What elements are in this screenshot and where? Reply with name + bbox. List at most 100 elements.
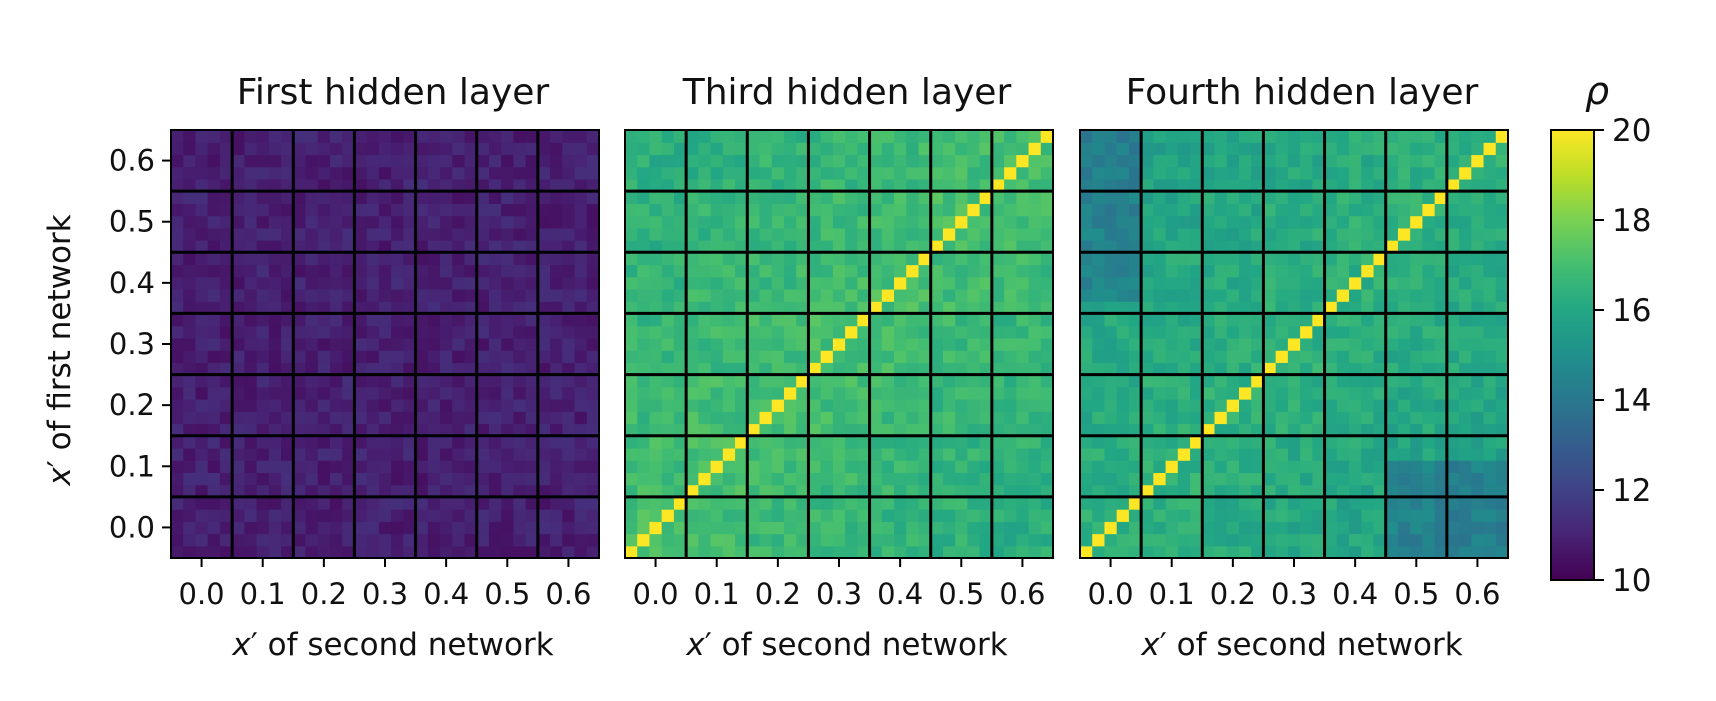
heatmap-cell [232,545,245,559]
heatmap-cell [452,374,466,388]
heatmap-cell [403,191,417,204]
heatmap-cell [440,130,453,143]
heatmap-cell [1373,264,1387,278]
heatmap-cell [1349,386,1362,400]
heatmap-cell [1251,399,1265,412]
heatmap-cell [586,166,600,180]
heatmap-cell [1336,545,1350,559]
heatmap-cell [1238,264,1252,278]
heatmap-cell [1080,166,1093,180]
heatmap-cell [513,521,527,535]
heatmap-cell [562,496,576,510]
heatmap-cell [1202,264,1216,278]
heatmap-cell [1300,191,1313,204]
heatmap-cell [845,252,858,266]
heatmap-cell [488,460,502,473]
heatmap-cell [808,215,822,229]
heatmap-cell [673,399,687,412]
heatmap-cell [1373,240,1387,253]
heatmap-cell [1495,166,1509,180]
heatmap-cell [574,496,588,510]
heatmap-cell [1349,288,1362,302]
heatmap-cell [1141,509,1154,522]
heatmap-cell [183,472,197,486]
heatmap-cell [501,166,514,180]
heatmap-cell [1226,276,1240,290]
heatmap-cell [673,301,687,315]
heatmap-cell [1287,362,1301,376]
heatmap-cell [906,215,920,229]
heatmap-cell [1028,166,1042,180]
heatmap-cell [1324,362,1338,376]
heatmap-cell [991,325,1005,339]
heatmap-cell [1226,215,1240,229]
heatmap-cell [1004,386,1017,400]
heatmap-cell [1287,227,1301,241]
heatmap-cell [771,496,785,510]
heatmap-cell [305,386,319,400]
heatmap-cell [1336,227,1350,241]
heatmap-cell [1275,325,1289,339]
heatmap-cell [661,276,675,290]
heatmap-cell [171,350,184,363]
heatmap-cell [525,154,539,168]
heatmap-cell [183,325,197,339]
heatmap-cell [1165,411,1179,425]
heatmap-cell [1410,411,1423,425]
heatmap-cell [256,386,270,400]
heatmap-cell [415,130,429,143]
heatmap-cell [1040,533,1054,547]
heatmap-cell [1422,191,1436,204]
heatmap-cell [661,227,675,241]
heatmap-cell [1177,288,1191,302]
heatmap-cell [513,509,527,522]
heatmap-cell [1104,301,1118,315]
heatmap-cell [342,509,356,522]
heatmap-cell [171,215,184,229]
heatmap-cell [1004,496,1017,510]
heatmap-cell [1397,276,1411,290]
heatmap-cell [415,521,429,535]
heatmap-cell [232,252,245,266]
heatmap-cell [771,276,785,290]
heatmap-cell [1016,484,1030,498]
heatmap-cell [195,178,209,192]
heatmap-cell [305,337,319,351]
heatmap-cell [244,447,258,461]
heatmap-cell [1410,521,1423,535]
heatmap-cell [488,496,502,510]
heatmap-cell [1312,447,1326,461]
heatmap-cell [1177,350,1191,363]
heatmap-cell [955,350,968,363]
heatmap-cell [391,460,404,473]
heatmap-cell [440,337,453,351]
heatmap-cell [955,203,968,217]
heatmap-cell [183,142,197,156]
heatmap-cell [942,166,956,180]
heatmap-cell [979,545,993,559]
heatmap-cell [268,484,282,498]
heatmap-cell [305,264,319,278]
heatmap-cell [881,435,895,449]
heatmap-cell [1214,509,1228,522]
heatmap-cell [979,215,993,229]
heatmap-cell [232,178,245,192]
heatmap-cell [649,472,663,486]
heatmap-cell [1287,154,1301,168]
heatmap-cell [955,386,968,400]
heatmap-cell [1202,337,1216,351]
heatmap-cell [1028,154,1042,168]
heatmap-cell [329,215,343,229]
heatmap-cell [293,447,307,461]
heatmap-cell [1300,130,1313,143]
heatmap-cell [710,227,724,241]
heatmap-cell [710,509,724,522]
heatmap-cell [1214,240,1228,253]
heatmap-cell [808,227,822,241]
heatmap-cell [1116,264,1130,278]
heatmap-cell [747,154,761,168]
heatmap-cell [256,178,270,192]
heatmap-cell [1040,142,1054,156]
heatmap-cell [219,350,233,363]
y-tick-label: 0.2 [109,388,155,422]
